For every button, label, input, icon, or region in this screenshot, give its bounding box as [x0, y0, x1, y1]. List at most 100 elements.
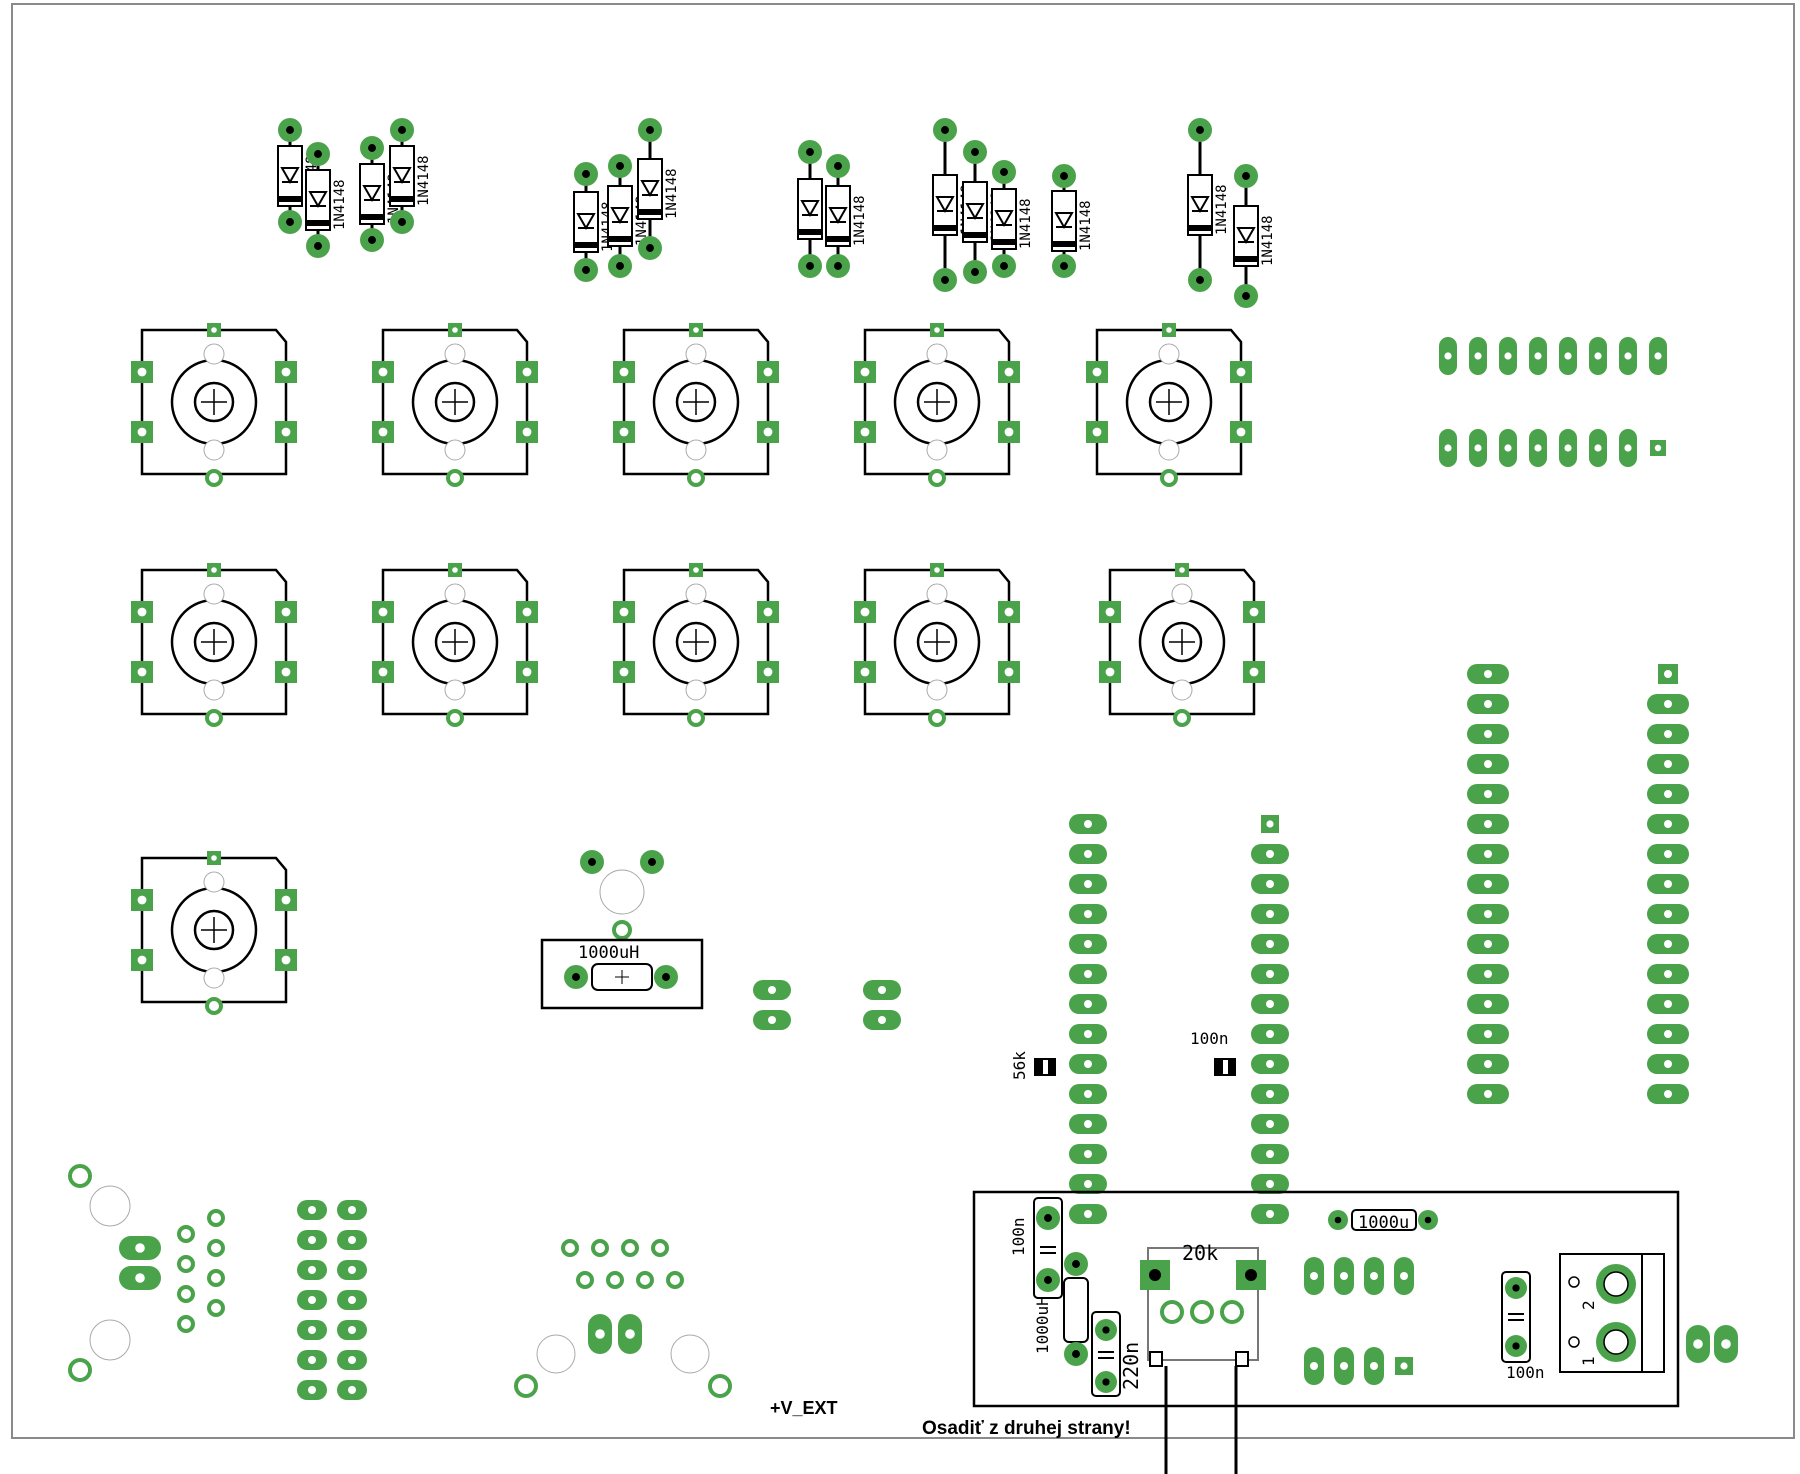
drill-hole — [378, 427, 388, 437]
drill-hole — [1664, 880, 1672, 888]
drill-hole — [1484, 1030, 1492, 1038]
diode: 1N4148 — [825, 154, 868, 278]
drill-hole — [314, 242, 322, 250]
drill-hole — [211, 327, 217, 333]
drill-hole — [1664, 1030, 1672, 1038]
drill-hole — [368, 236, 376, 244]
drill-hole — [1044, 1214, 1052, 1222]
diode-symbol — [935, 196, 955, 214]
trimmer-leg — [1235, 1351, 1249, 1367]
drill-hole — [1092, 367, 1102, 377]
drill-hole — [1664, 940, 1672, 948]
drill-hole — [1004, 667, 1014, 677]
pot-hole — [685, 679, 707, 701]
terminal-pin1-label: 1 — [1579, 1356, 1598, 1366]
drill-hole — [1245, 1269, 1257, 1281]
diode: 1N4148 — [991, 160, 1034, 278]
pot-hole — [926, 439, 948, 461]
pot-crosshair — [924, 629, 950, 655]
mount-hole — [89, 1185, 131, 1227]
drill-hole — [1266, 1000, 1274, 1008]
drill-hole — [1266, 1210, 1274, 1218]
cap-100n-left-label: 100n — [1009, 1217, 1028, 1256]
pot-crosshair — [201, 389, 227, 415]
drill-hole — [1484, 1090, 1492, 1098]
drill-hole — [1624, 444, 1632, 452]
drill-hole — [1266, 940, 1274, 948]
drill-hole — [572, 973, 580, 981]
drill-hole — [1484, 790, 1492, 798]
drill-hole — [1084, 1060, 1092, 1068]
drill-hole — [348, 1266, 356, 1274]
drill-hole — [1664, 670, 1672, 678]
resistor-body — [1351, 1209, 1417, 1231]
potentiometer — [372, 563, 538, 727]
diode-symbol — [576, 213, 596, 231]
drill-hole — [1340, 1362, 1348, 1370]
pot-crosshair — [683, 629, 709, 655]
diode-cathode-band — [798, 229, 822, 235]
cap-100n-mid-label: 100n — [1190, 1029, 1229, 1048]
drill-hole — [768, 986, 776, 994]
drill-hole — [1664, 970, 1672, 978]
pot-shaft — [916, 621, 958, 663]
jack-pad — [68, 1358, 92, 1382]
drill-hole — [1504, 444, 1512, 452]
drill-hole — [1084, 1000, 1092, 1008]
drill-hole — [1084, 1090, 1092, 1098]
drill-hole — [1484, 700, 1492, 708]
potentiometer — [1099, 563, 1265, 727]
drill-hole — [378, 367, 388, 377]
drill-hole — [452, 567, 458, 573]
drill-hole — [693, 567, 699, 573]
drill-hole — [1084, 1120, 1092, 1128]
drill-hole — [522, 367, 532, 377]
diode: 1N4148 — [305, 142, 348, 258]
drill-hole — [1444, 352, 1452, 360]
bottom-module — [972, 1190, 1738, 1474]
drill-hole — [378, 607, 388, 617]
diode-symbol — [280, 167, 300, 185]
pot-hole — [203, 343, 225, 365]
drill-hole — [625, 1329, 635, 1339]
drill-hole — [648, 858, 656, 866]
inductor-label-bottom: 1000uH — [1033, 1296, 1052, 1354]
pot-hole — [926, 679, 948, 701]
drill-hole — [1484, 1060, 1492, 1068]
drill-hole — [588, 858, 596, 866]
drill-hole — [1484, 940, 1492, 948]
pot-pad-bottom — [928, 709, 946, 727]
drill-hole — [763, 367, 773, 377]
drill-hole — [1266, 850, 1274, 858]
pot-hole — [1158, 439, 1180, 461]
inductor-mark — [615, 970, 629, 984]
drill-hole — [135, 1273, 145, 1283]
pot-hole — [203, 583, 225, 605]
drill-hole — [1484, 910, 1492, 918]
drill-hole — [398, 126, 406, 134]
pin-pad — [177, 1255, 195, 1273]
drill-hole — [1484, 970, 1492, 978]
drill-hole — [348, 1386, 356, 1394]
drill-hole — [971, 268, 979, 276]
drill-hole — [1084, 1030, 1092, 1038]
drill-hole — [934, 567, 940, 573]
drill-hole — [1474, 444, 1482, 452]
drill-hole — [1340, 1272, 1348, 1280]
diode: 1N4148 — [573, 162, 616, 282]
drill-hole — [1534, 352, 1542, 360]
diode-cathode-band — [1052, 241, 1076, 247]
pin-pad — [177, 1225, 195, 1243]
diode-symbol — [1236, 227, 1256, 245]
pot-crosshair — [924, 389, 950, 415]
drill-hole — [281, 607, 291, 617]
drill-hole — [1664, 1090, 1672, 1098]
drill-hole — [1266, 1120, 1274, 1128]
pot-pad-bottom — [928, 469, 946, 487]
drill-hole — [1370, 1272, 1378, 1280]
drill-hole — [1084, 1150, 1092, 1158]
pin-pad — [207, 1299, 225, 1317]
drill-hole — [1084, 880, 1092, 888]
pot-crosshair — [1169, 629, 1195, 655]
